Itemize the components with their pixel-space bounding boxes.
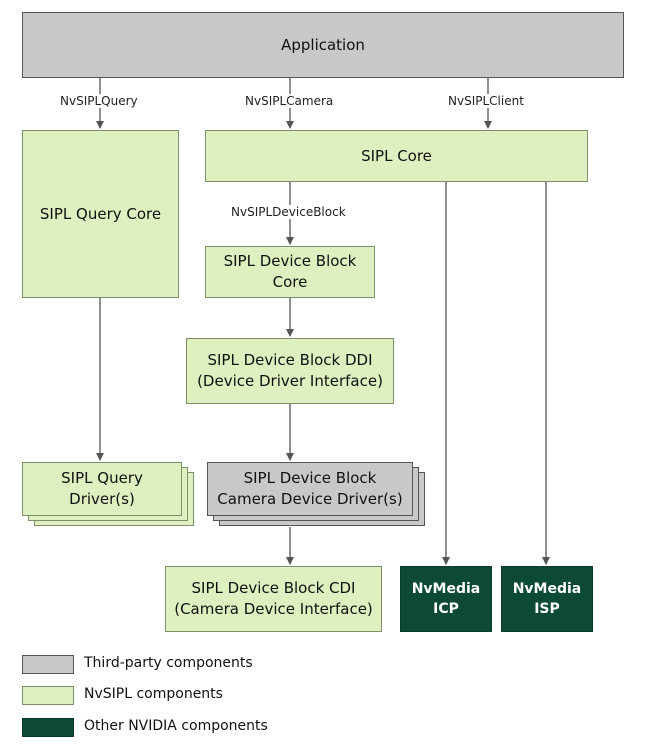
query-core-label: SIPL Query Core — [39, 204, 162, 223]
device-block-ddi-label: SIPL Device Block DDI (Device Driver Int… — [197, 351, 383, 390]
legend-swatch-other-nvidia — [22, 718, 74, 737]
legend-label-nvsipl: NvSIPL components — [84, 686, 223, 702]
sipl-core-box: SIPL Core — [205, 130, 588, 182]
camera-drivers-box: SIPL Device Block Camera Device Driver(s… — [207, 462, 413, 516]
query-drivers-label: SIPL Query Driver(s) — [61, 469, 143, 508]
legend-label-third-party: Third-party components — [84, 655, 253, 671]
sipl-core-label: SIPL Core — [361, 146, 432, 165]
nvmedia-isp-label: NvMedia ISP — [512, 581, 582, 617]
device-block-ddi-box: SIPL Device Block DDI (Device Driver Int… — [186, 338, 394, 404]
application-box: Application — [22, 12, 624, 78]
label-nvsiplclient: NvSIPLClient — [446, 94, 526, 108]
device-block-core-box: SIPL Device Block Core — [205, 246, 375, 298]
legend-label-other-nvidia: Other NVIDIA components — [84, 718, 268, 734]
device-block-core-label: SIPL Device Block Core — [223, 252, 357, 291]
nvmedia-icp-box: NvMedia ICP — [400, 566, 492, 632]
application-label: Application — [281, 35, 365, 54]
device-block-cdi-label: SIPL Device Block CDI (Camera Device Int… — [174, 579, 373, 618]
label-nvsiplcamera: NvSIPLCamera — [243, 94, 336, 108]
label-nvsiplquery: NvSIPLQuery — [58, 94, 140, 108]
device-block-cdi-box: SIPL Device Block CDI (Camera Device Int… — [165, 566, 382, 632]
query-drivers-box: SIPL Query Driver(s) — [22, 462, 182, 516]
label-nvsipldeviceblock: NvSIPLDeviceBlock — [229, 205, 348, 219]
nvmedia-icp-label: NvMedia ICP — [411, 581, 481, 617]
query-core-box: SIPL Query Core — [22, 130, 179, 298]
nvmedia-isp-box: NvMedia ISP — [501, 566, 593, 632]
legend-swatch-third-party — [22, 655, 74, 674]
legend-swatch-nvsipl — [22, 686, 74, 705]
camera-drivers-label: SIPL Device Block Camera Device Driver(s… — [217, 469, 403, 508]
